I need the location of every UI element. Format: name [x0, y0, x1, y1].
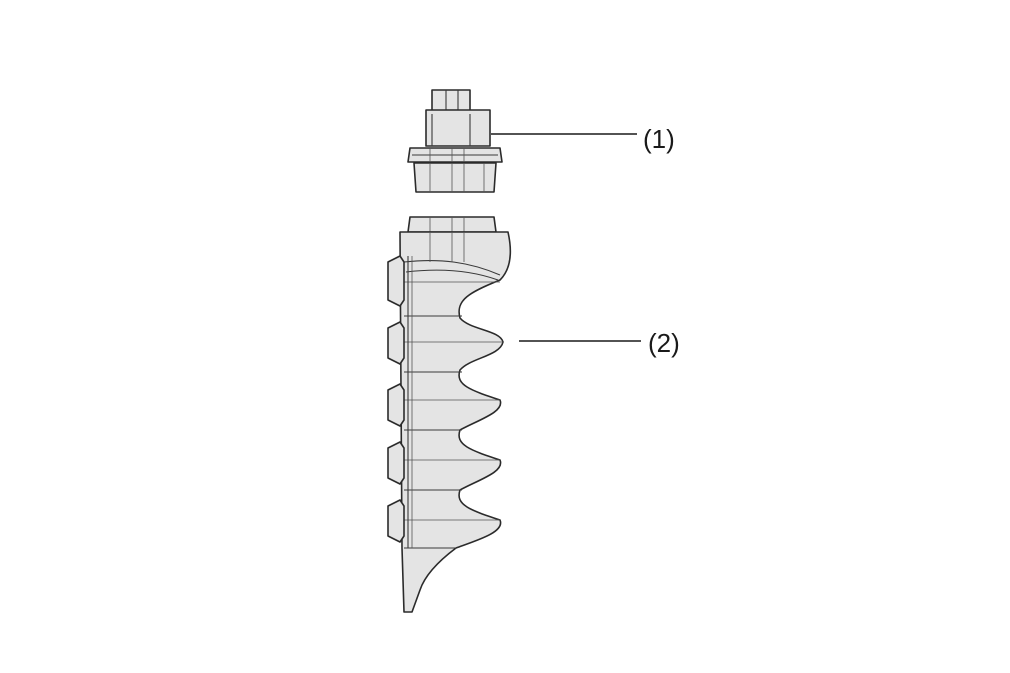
callout-2-label: (2): [648, 328, 680, 358]
callout-1-label: (1): [643, 124, 675, 154]
part-1-cap: [407, 89, 503, 193]
part-2-bellows: [387, 216, 512, 613]
